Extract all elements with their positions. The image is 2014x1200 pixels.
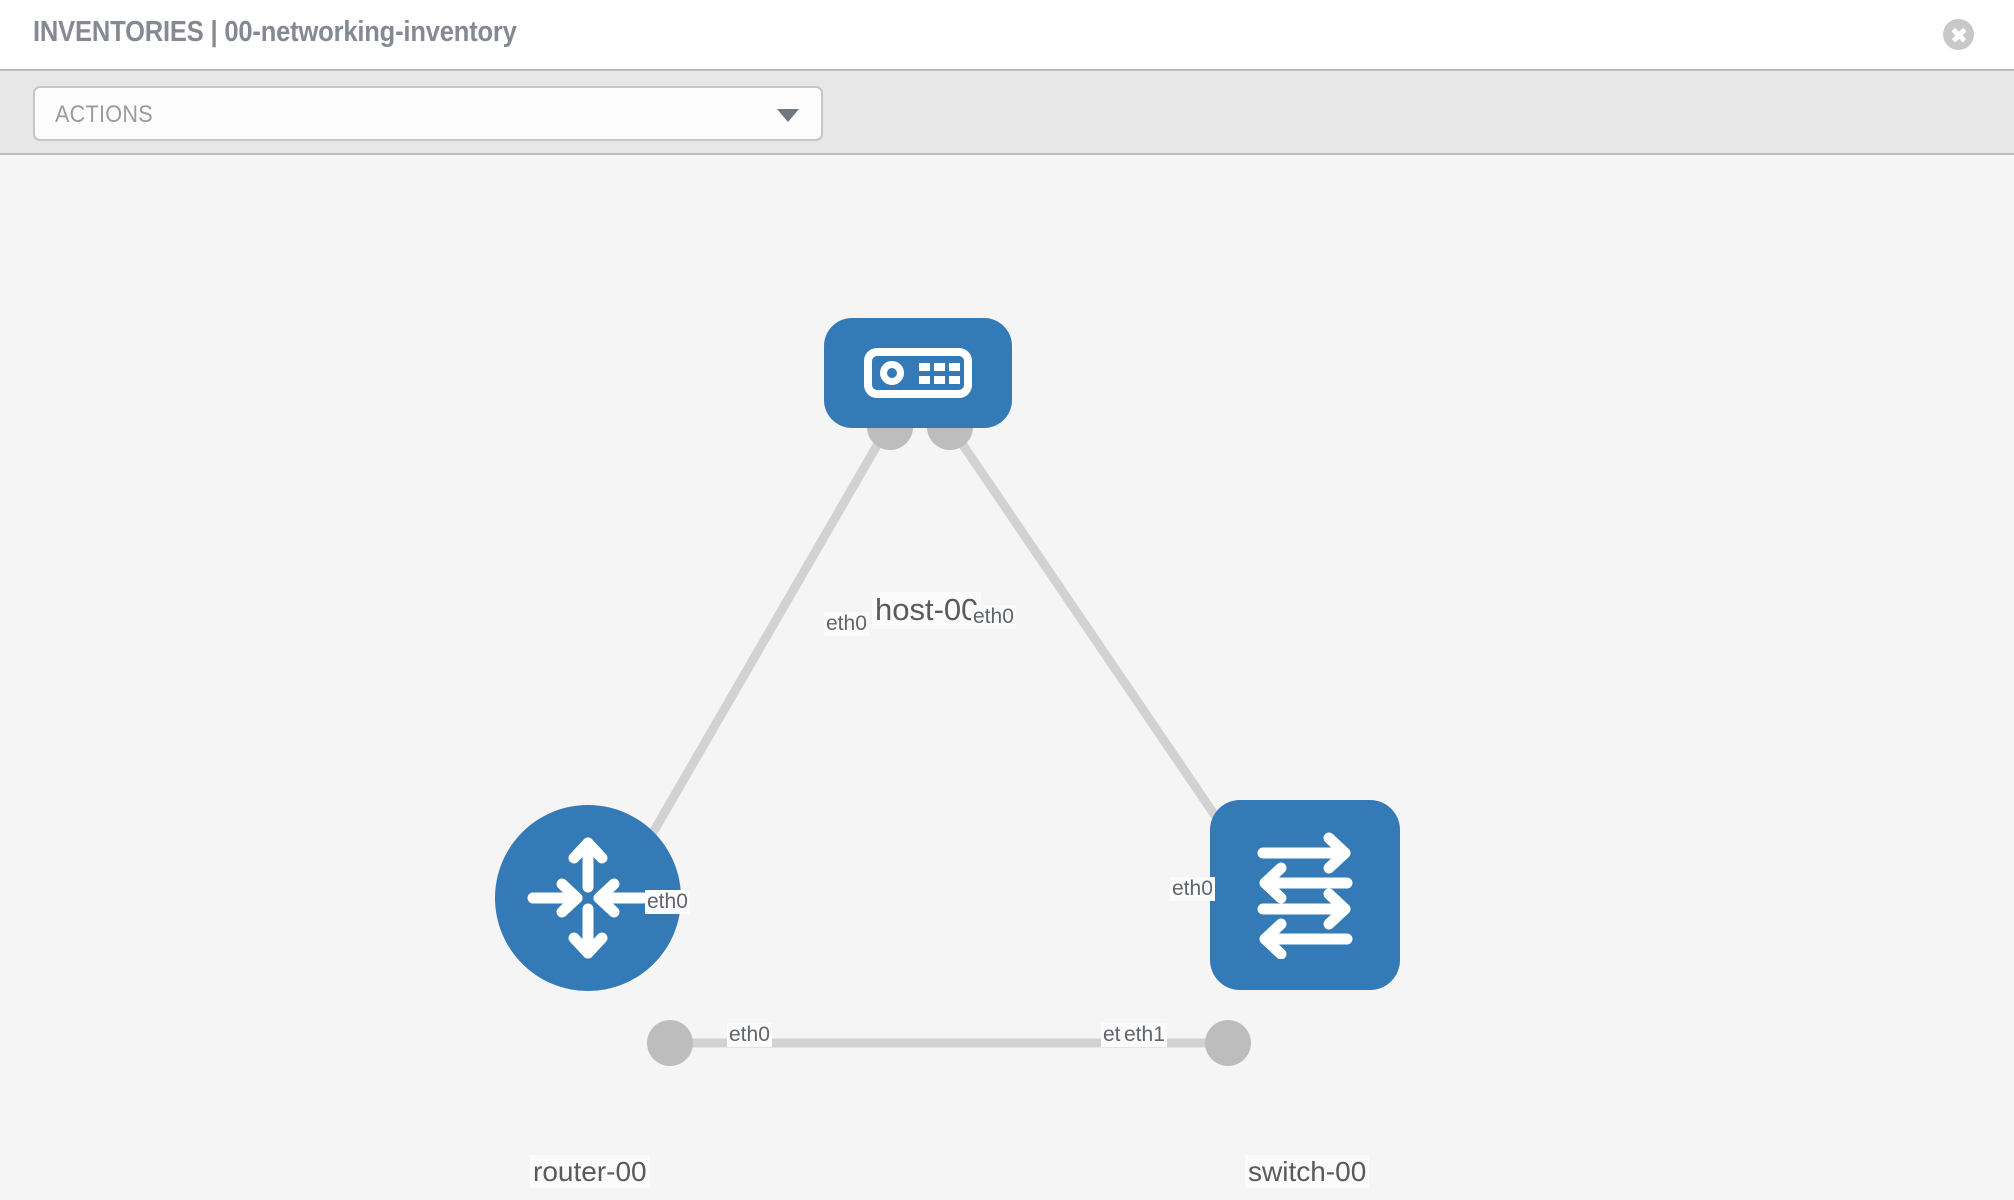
actions-dropdown-label: ACTIONS: [55, 101, 153, 128]
connector-router-right: [647, 1020, 693, 1066]
switch-arrows-icon: [1257, 832, 1353, 959]
router-arrows-icon: [527, 837, 649, 959]
iface-label-router-eth0-right: eth0: [727, 1023, 772, 1048]
iface-label-switch-eth1: eth1: [1122, 1023, 1167, 1048]
topology-canvas[interactable]: host-00 router-00 switch-00 eth0 eth0 et…: [0, 155, 2014, 1200]
page-title: INVENTORIES | 00-networking-inventory: [33, 16, 517, 48]
iface-label-host-eth0-left: eth0: [824, 612, 869, 637]
iface-label-router-eth0-up: eth0: [645, 890, 690, 915]
topology-node-label-host-00: host-00: [872, 592, 982, 629]
connector-switch-left: [1205, 1020, 1251, 1066]
edge-host-switch: [944, 420, 1239, 848]
actions-dropdown[interactable]: ACTIONS: [33, 86, 823, 141]
iface-label-switch-eth0-up: eth0: [1170, 877, 1215, 902]
iface-label-host-eth0-right: eth0: [971, 605, 1016, 630]
topology-node-label-router-00: router-00: [530, 1155, 650, 1189]
server-icon: [864, 348, 972, 398]
chevron-down-icon: [777, 109, 799, 122]
topology-node-label-switch-00: switch-00: [1245, 1155, 1370, 1189]
edge-host-router: [636, 420, 894, 858]
toolbar: ACTIONS SEARCH: [0, 69, 2014, 210]
topology-node-switch-00[interactable]: [1210, 800, 1400, 990]
topology-edges: [636, 404, 1260, 1066]
topology-node-host-00[interactable]: [824, 318, 1012, 428]
close-icon[interactable]: [1943, 19, 1974, 50]
page-header: INVENTORIES | 00-networking-inventory: [0, 0, 2014, 69]
